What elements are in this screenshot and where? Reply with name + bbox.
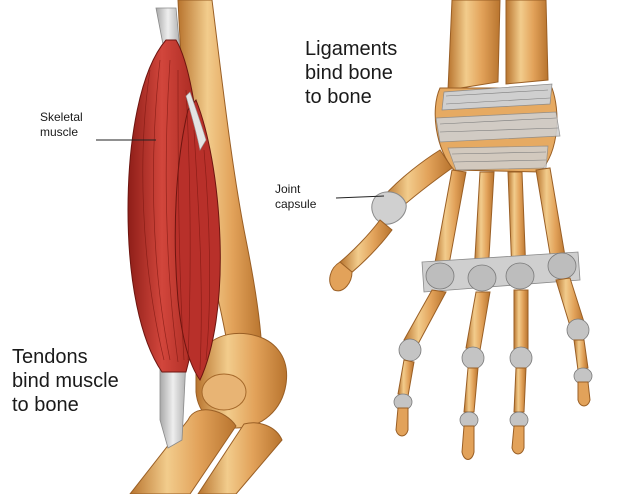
metacarpals <box>433 167 567 275</box>
joint-capsule-label: Joint capsule <box>275 182 317 211</box>
elbow-highlight <box>201 373 247 411</box>
distal-phalanges <box>395 381 591 460</box>
hand-illustration <box>329 0 593 460</box>
middle-phalanges <box>397 339 589 413</box>
thumb-tip <box>329 261 353 292</box>
dip-joint-capsules <box>393 367 593 429</box>
joint-capsule-leader-line <box>335 195 385 199</box>
mcp-ligaments <box>421 251 581 293</box>
mid-tendon-band <box>185 91 207 151</box>
muscle-fibers <box>142 59 210 371</box>
ulna-bone <box>505 0 549 85</box>
skeletal-muscle-label: Skeletal muscle <box>40 110 83 139</box>
mcp-joint-capsules <box>425 252 577 292</box>
lower-tendon <box>159 359 187 449</box>
forearm-bone <box>128 409 237 495</box>
wrist-ligaments <box>435 83 561 171</box>
tendons-label: Tendons bind muscle to bone <box>12 346 119 416</box>
forearm-bone-2 <box>197 422 283 495</box>
arm-illustration <box>127 0 288 495</box>
radius-bone <box>447 0 501 91</box>
thumb-phalanx <box>339 219 393 275</box>
joint-capsule <box>371 191 407 225</box>
ligaments-label: Ligaments bind bone to bone <box>305 38 398 108</box>
proximal-phalanges <box>403 277 585 351</box>
ligament-fibers <box>439 89 559 163</box>
